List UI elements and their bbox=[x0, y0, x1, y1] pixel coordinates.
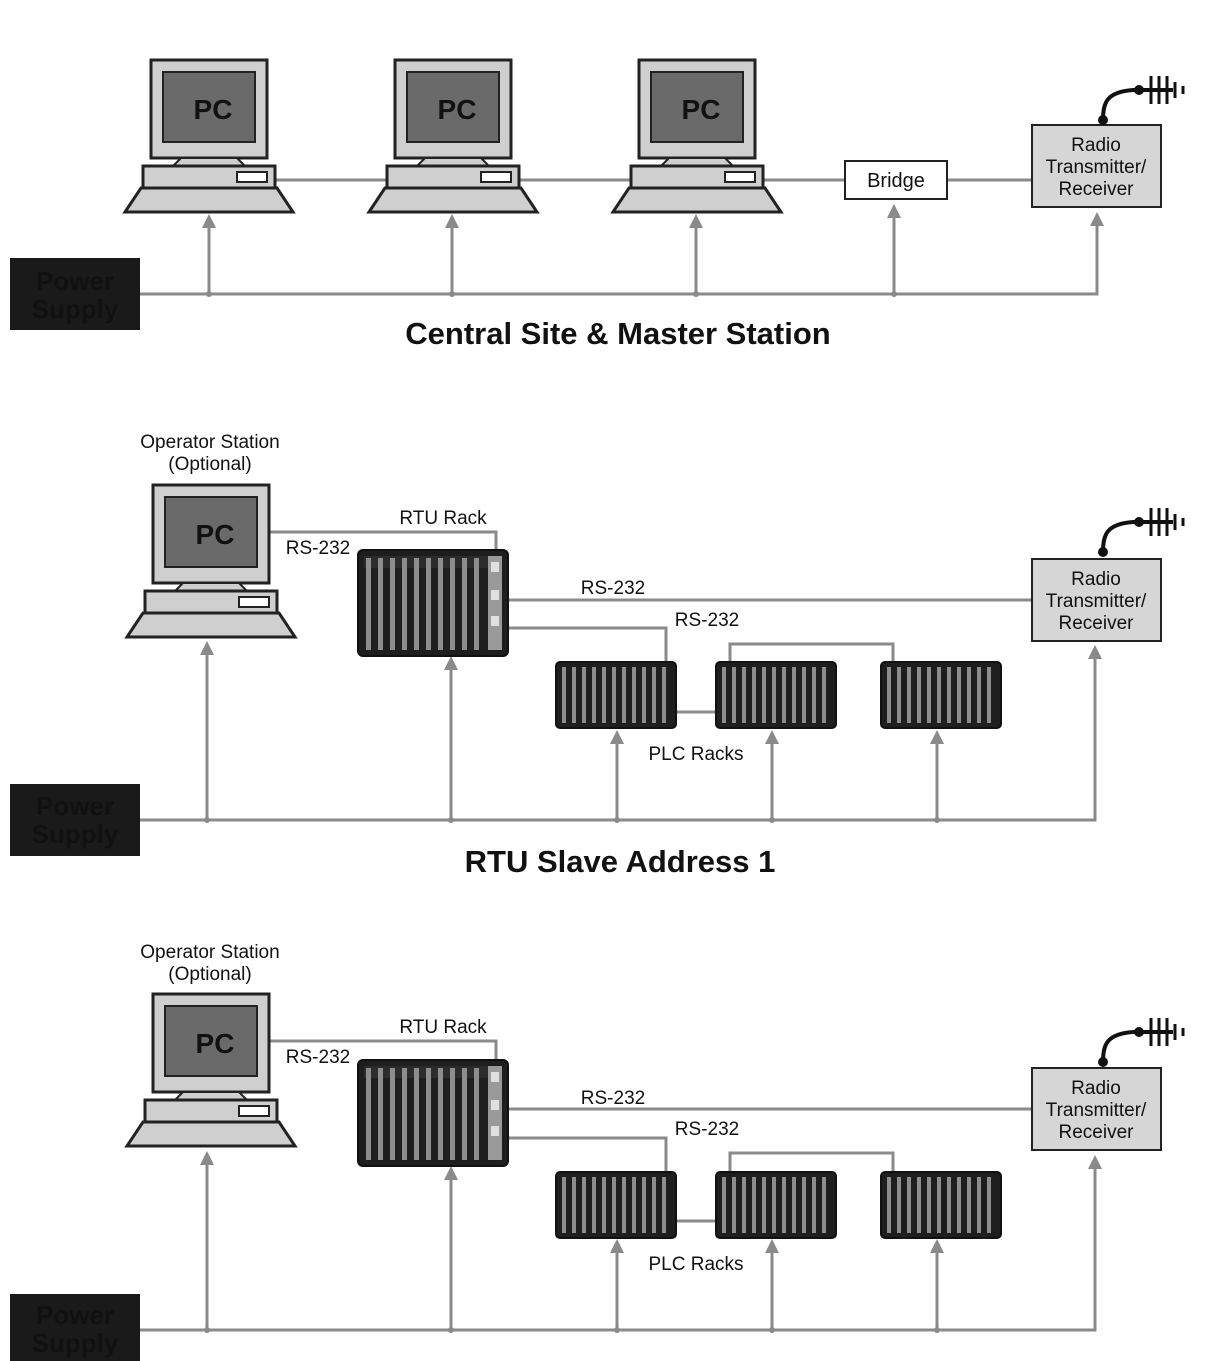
plc-rack-1 bbox=[555, 1171, 677, 1239]
power-supply-label-line: Supply bbox=[32, 294, 119, 324]
rs232-pc-label: RS-232 bbox=[286, 1047, 350, 1068]
plc-racks-label: PLC Racks bbox=[648, 1254, 743, 1275]
power-supply-label-line: Power bbox=[36, 1300, 114, 1330]
power-supply-label-line: Power bbox=[36, 791, 114, 821]
section-central-site: PC PC PC Bridge Radio Transmitter/ Recei… bbox=[10, 58, 1185, 351]
plc-rack-3 bbox=[880, 1171, 1002, 1239]
pc-label: PC bbox=[438, 94, 477, 125]
radio-transmitter-receiver: Radio Transmitter/ Receiver bbox=[1031, 1016, 1185, 1151]
operator-station-label-line: Operator Station bbox=[140, 432, 279, 453]
operator-station: Operator Station (Optional) PC bbox=[125, 432, 297, 639]
antenna-icon bbox=[1096, 1016, 1185, 1069]
plc-racks-label: PLC Racks bbox=[648, 744, 743, 765]
power-supply-label-line: Power bbox=[36, 266, 114, 296]
plc-rack-2 bbox=[715, 661, 837, 729]
pc-2: PC bbox=[367, 58, 539, 214]
rtu-rack-label: RTU Rack bbox=[399, 1017, 487, 1038]
radio-label-line: Transmitter/ bbox=[1046, 591, 1147, 612]
bridge-label: Bridge bbox=[867, 170, 925, 192]
rs232-radio-label: RS-232 bbox=[581, 1088, 645, 1109]
operator-station-label-line: (Optional) bbox=[168, 964, 251, 985]
radio-label-line: Receiver bbox=[1059, 179, 1135, 200]
pc-1: PC bbox=[123, 58, 295, 214]
radio-label-line: Receiver bbox=[1059, 613, 1135, 634]
radio-label-line: Radio bbox=[1071, 1078, 1121, 1099]
rtu-rack-label: RTU Rack bbox=[399, 508, 487, 529]
operator-station-label-line: (Optional) bbox=[168, 454, 251, 475]
power-supply: Power Supply bbox=[10, 784, 140, 856]
pc-label: PC bbox=[196, 519, 235, 550]
pc-label: PC bbox=[196, 1028, 235, 1059]
radio-transmitter-receiver: Radio Transmitter/ Receiver bbox=[1031, 506, 1185, 642]
rs232-plc-label: RS-232 bbox=[675, 1119, 739, 1140]
rtu-rack: RTU Rack bbox=[357, 508, 509, 657]
plc-rack-1 bbox=[555, 661, 677, 729]
antenna-icon bbox=[1096, 506, 1185, 559]
radio-transmitter-receiver: Radio Transmitter/ Receiver bbox=[1031, 74, 1185, 208]
plc-rack-2 bbox=[715, 1171, 837, 1239]
pc-label: PC bbox=[682, 94, 721, 125]
operator-station: Operator Station (Optional) PC bbox=[125, 942, 297, 1148]
power-supply: Power Supply bbox=[10, 1294, 140, 1361]
section-rtu-slave: Operator Station (Optional) PC RTU Rack … bbox=[10, 432, 1185, 879]
rs232-radio-label: RS-232 bbox=[581, 578, 645, 599]
section-title: Central Site & Master Station bbox=[405, 316, 830, 351]
power-supply: Power Supply bbox=[10, 258, 140, 330]
radio-label-line: Receiver bbox=[1059, 1122, 1135, 1143]
pc-label: PC bbox=[194, 94, 233, 125]
bridge: Bridge bbox=[844, 160, 948, 200]
section-title: RTU Slave Address 1 bbox=[465, 844, 776, 879]
radio-label-line: Radio bbox=[1071, 569, 1121, 590]
section-rtu-slave-2: Operator Station (Optional) PC RTU Rack … bbox=[10, 942, 1185, 1361]
plc-rack-3 bbox=[880, 661, 1002, 729]
power-supply-label-line: Supply bbox=[32, 819, 119, 849]
radio-label-line: Transmitter/ bbox=[1046, 1100, 1147, 1121]
antenna-icon bbox=[1096, 74, 1185, 127]
radio-label-line: Radio bbox=[1071, 135, 1121, 156]
operator-station-label-line: Operator Station bbox=[140, 942, 279, 963]
radio-label-line: Transmitter/ bbox=[1046, 157, 1147, 178]
rs232-plc-label: RS-232 bbox=[675, 610, 739, 631]
rs232-pc-label: RS-232 bbox=[286, 538, 350, 559]
power-supply-label-line: Supply bbox=[32, 1328, 119, 1358]
rtu-rack: RTU Rack bbox=[357, 1017, 509, 1167]
pc-3: PC bbox=[611, 58, 783, 214]
